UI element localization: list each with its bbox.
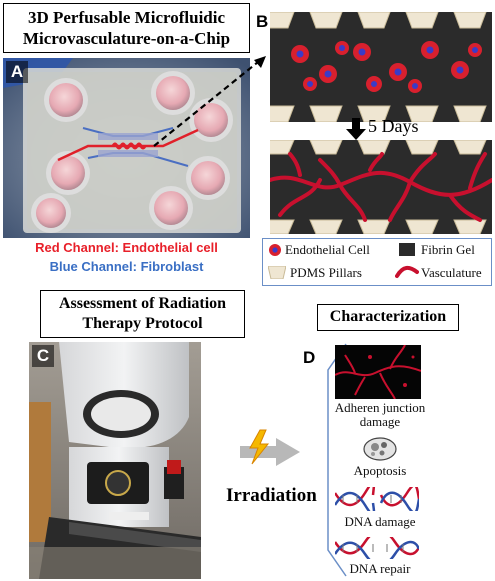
linac-photo-panel: C [29,342,201,579]
legend-fibrin: Fibrin Gel [421,242,475,257]
dna-helix-icon [335,537,419,559]
pdms-pillar-icon [268,266,286,279]
endothelial-seeding-view [270,12,492,122]
title-line-1: 3D Perfusable Microfluidic [27,8,226,27]
assessment-line-1: Assessment of Radiation [58,295,227,312]
linear-accelerator-photo [29,342,201,579]
legend-vasculature: Vasculature [421,265,482,280]
microfluidic-chip-photo [3,58,250,238]
irradiation-label: Irradiation [226,485,317,506]
assessment-line-2: Therapy Protocol [82,315,203,332]
title-box: 3D Perfusable Microfluidic Microvasculat… [3,3,250,53]
legend-pdms: PDMS Pillars [290,265,362,280]
vascular-damage-image [335,345,421,399]
item-dna-repair-label: DNA repair [349,561,411,576]
legend-endothelial: Endothelial Cell [285,242,370,257]
vessel-network [270,152,492,222]
fibrin-gel-icon [399,243,415,256]
assessment-box: Assessment of Radiation Therapy Protocol [40,290,245,338]
characterization-box: Characterization [317,304,459,331]
panel-a-label: A [6,61,28,83]
vasculature-view [270,140,492,234]
lightning-bolt-icon [249,429,270,465]
panel-b-letter: B [256,12,269,31]
item-adheren-line1: Adheren junction [334,400,426,415]
red-channel-label: Red Channel: Endothelial cell [35,240,218,255]
irradiation-arrow [240,429,300,466]
down-arrow-icon [346,118,366,140]
panel-c-label: C [32,345,54,367]
title-line-2: Microvasculature-on-a-Chip [22,29,231,48]
item-apoptosis-label: Apoptosis [353,463,407,478]
item-dna-damage-label: DNA damage [344,514,416,529]
item-adheren-line2: damage [359,414,401,429]
item-adheren-label: Adheren junction damage [325,401,435,429]
chip-photo-panel: A [3,58,250,238]
endothelial-cell-icon [269,244,281,256]
time-step-label: 5 Days [368,116,419,136]
vasculature-icon [395,265,419,278]
broken-dna-helix-icon [335,487,419,511]
endothelial-cells [291,41,482,93]
blue-channel-label: Blue Channel: Fibroblast [49,259,204,274]
legend-box: Endothelial Cell Fibrin Gel PDMS Pillars… [262,238,492,286]
apoptotic-cell-icon [363,437,397,461]
panel-d-letter: D [303,348,316,367]
dashed-arrow [153,56,266,147]
